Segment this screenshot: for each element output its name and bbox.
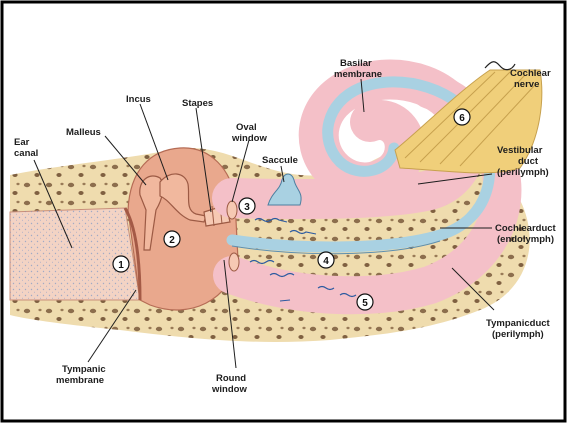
label-tympanic-membrane: Tympanic membrane [56, 364, 108, 386]
marker-4: 4 [318, 252, 334, 268]
round-window-shape [229, 253, 239, 271]
label-stapes: Stapes [182, 98, 213, 109]
svg-text:6: 6 [459, 113, 465, 124]
svg-text:4: 4 [323, 256, 329, 267]
label-round-window: Round window [211, 373, 249, 395]
label-incus: Incus [126, 94, 151, 105]
marker-6: 6 [454, 109, 470, 125]
label-tympanic-duct: Tympanicduct (perilymph) [486, 318, 552, 340]
svg-text:5: 5 [362, 298, 368, 309]
marker-5: 5 [357, 294, 373, 310]
label-saccule: Saccule [262, 155, 298, 166]
svg-text:2: 2 [169, 235, 175, 246]
label-cochlear-duct: Cochlearduct (endolymph) [495, 223, 558, 245]
marker-1: 1 [113, 256, 129, 272]
ear-canal [10, 208, 140, 300]
label-malleus: Malleus [66, 127, 101, 138]
marker-2: 2 [164, 231, 180, 247]
marker-3: 3 [239, 198, 255, 214]
svg-text:1: 1 [118, 260, 124, 271]
oval-window-shape [227, 201, 237, 219]
svg-text:3: 3 [244, 202, 250, 213]
